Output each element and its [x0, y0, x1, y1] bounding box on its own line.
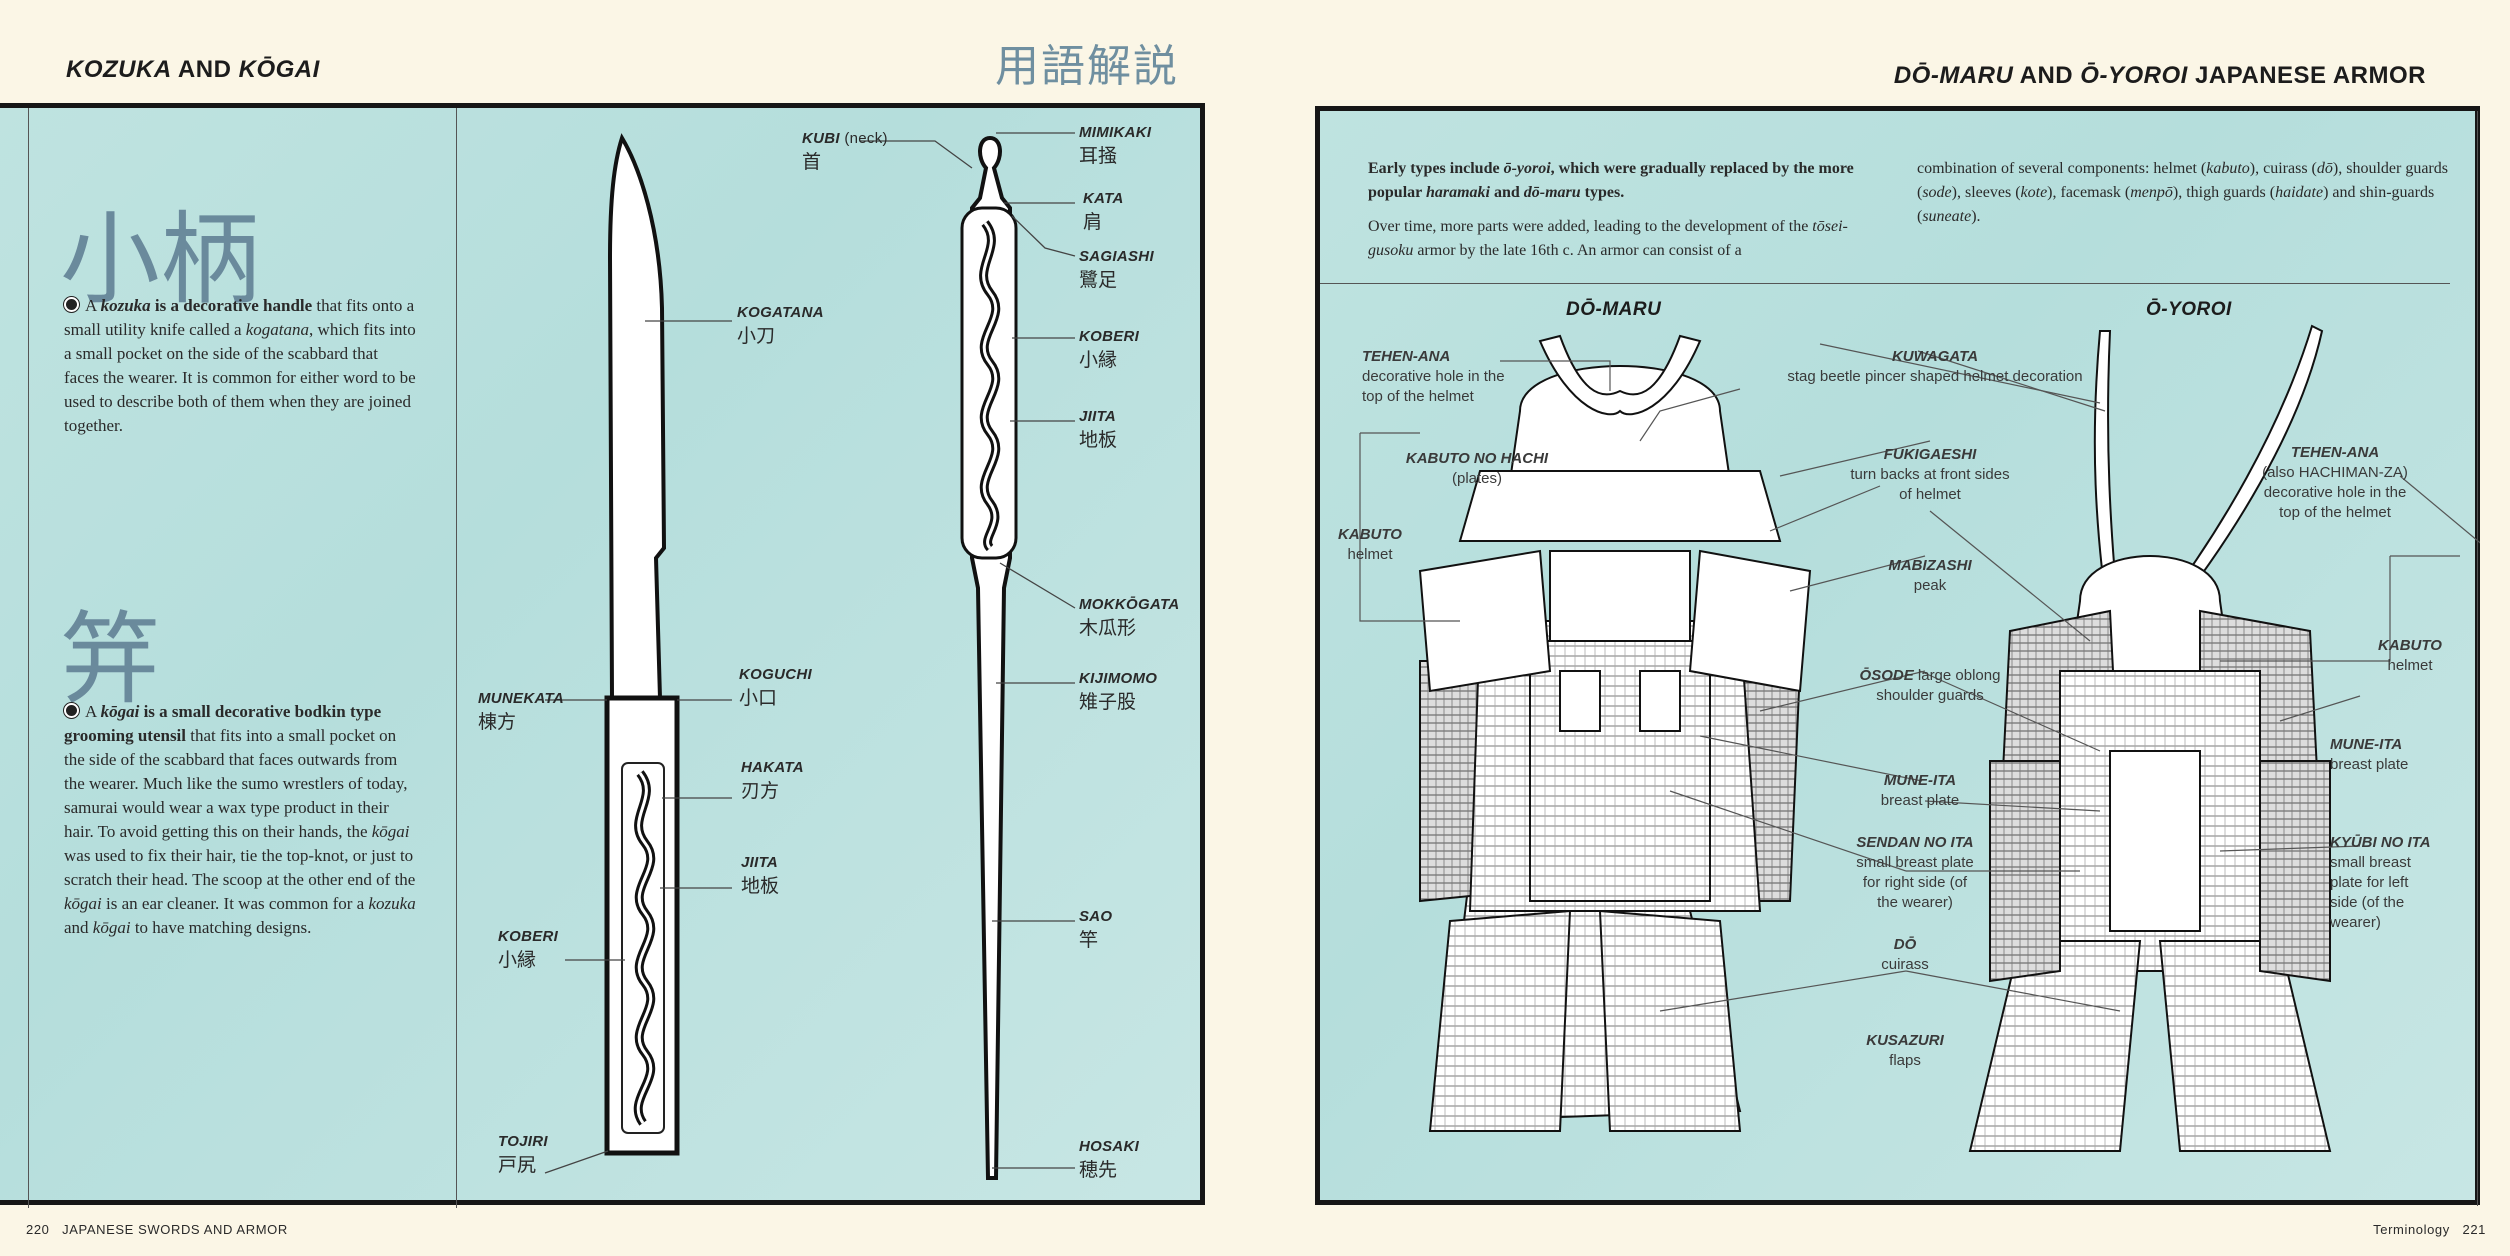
label-kubi: KUBI (neck)首 [802, 130, 888, 173]
label-tehen-ana-right: TEHEN-ANA (also HACHIMAN-ZA)decorative h… [2262, 444, 2408, 521]
oyoroi-armor [1968, 324, 2332, 1152]
left-panel: 小柄 A kozuka is a decorative handle that … [0, 103, 1205, 1208]
glossary-kanji-heading: 用語解説 [995, 41, 1179, 92]
intro-column-1: Early types include ō-yoroi, which were … [1368, 160, 1854, 259]
kozuka-kanji: 小柄 [60, 201, 260, 318]
right-footer: Terminology 221 [2373, 1222, 2486, 1237]
kozuka-illustration [544, 132, 1076, 1180]
right-running-head: DŌ-MARU AND Ō-YOROI JAPANESE ARMOR [1893, 62, 2426, 89]
kogatana-blade [607, 133, 667, 700]
label-kabuto-left: KABUTO helmet [1338, 526, 1402, 563]
intro-divider [1320, 283, 2450, 284]
left-margin-rule [28, 108, 29, 1208]
right-margin-rule [2477, 111, 2478, 1206]
right-panel: Early types include ō-yoroi, which were … [1315, 106, 2480, 1206]
label-do: DŌ cuirass [1881, 936, 1929, 973]
kogai-description: A kōgai is a small decorative bodkin typ… [64, 702, 416, 937]
heading-domaru: DŌ-MARU [1566, 299, 1662, 320]
left-footer: 220 JAPANESE SWORDS AND ARMOR [26, 1222, 288, 1237]
label-kabuto-right: KABUTO helmet [2378, 637, 2442, 674]
kozuka-description: A kozuka is a decorative handle that fit… [64, 296, 416, 435]
label-mune-ita-center: MUNE-ITA breast plate [1880, 772, 1960, 809]
column-divider [456, 108, 457, 1208]
kogai-kanji: 笄 [60, 601, 160, 718]
label-mune-ita-right: MUNE-ITA breast plate [2330, 736, 2409, 773]
bullet-icon [64, 297, 79, 312]
heading-oyoroi: Ō-YOROI [2146, 299, 2232, 320]
intro-column-2: combination of several components: helme… [1917, 160, 2448, 225]
armor-illustration [1359, 324, 2480, 1152]
page-number: 220 [26, 1222, 50, 1237]
label-kabuto-no-hachi: KABUTO NO HACHI (plates) [1405, 450, 1549, 487]
bullet-icon [64, 703, 79, 718]
domaru-armor [1418, 334, 1812, 1132]
left-running-head: KOZUKA AND KŌGAI [66, 56, 320, 83]
label-mabizashi: MABIZASHI peak [1888, 557, 1972, 594]
label-kusazuri: KUSAZURI flaps [1866, 1032, 1944, 1069]
page-number: 221 [2462, 1222, 2486, 1237]
label-kuwagata: KUWAGATA stag beetle pincer shaped helme… [1787, 348, 2083, 385]
